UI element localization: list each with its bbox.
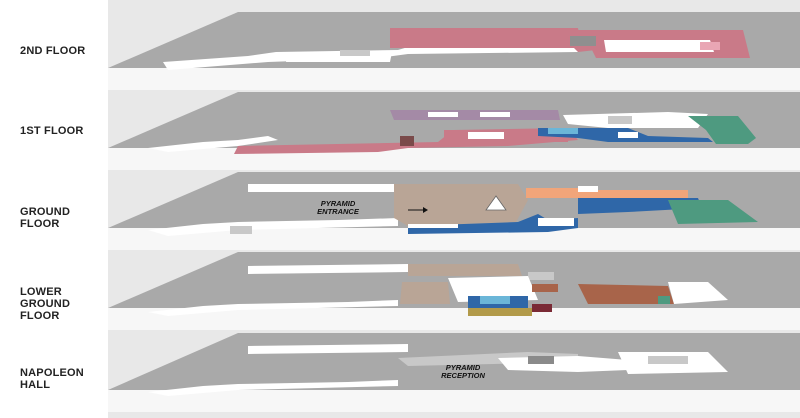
blue-court bbox=[538, 218, 574, 226]
stair-block bbox=[570, 36, 596, 46]
callout-arrowhead bbox=[423, 207, 428, 213]
slab-face bbox=[108, 308, 800, 330]
pyramid-reception-callout-line1: PYRAMID bbox=[446, 363, 481, 372]
corridor bbox=[248, 344, 408, 354]
orange-gallery bbox=[578, 190, 688, 198]
olive-gallery bbox=[468, 308, 532, 316]
floor-slab-2nd[interactable] bbox=[108, 12, 800, 90]
slab-face bbox=[108, 148, 800, 170]
slab-face bbox=[108, 390, 800, 412]
corridor bbox=[148, 300, 398, 316]
corridor bbox=[148, 380, 398, 396]
floor-slab-napoleon-hall[interactable]: PYRAMID RECEPTION bbox=[108, 333, 800, 412]
maroon-room bbox=[532, 304, 552, 312]
floor-label-2nd-floor[interactable]: 2ND FLOOR bbox=[20, 45, 86, 57]
floor-slab-1st[interactable] bbox=[108, 92, 800, 170]
stair-block bbox=[400, 136, 414, 146]
pyramid-entrance-callout-line2: ENTRANCE bbox=[317, 207, 360, 216]
tan-pyramid-hall bbox=[394, 184, 528, 226]
corridor bbox=[248, 264, 408, 274]
floor-label-napoleon-hall[interactable]: NAPOLEON HALL bbox=[20, 367, 84, 391]
floor-stack-diagram: PYRAMID ENTRANCE bbox=[108, 0, 800, 418]
corridor bbox=[248, 184, 394, 192]
floor-label-column: 2ND FLOOR 1ST FLOOR GROUND FLOOR LOWER G… bbox=[0, 0, 108, 418]
tan-hall bbox=[400, 282, 450, 304]
floor-slab-ground[interactable]: PYRAMID ENTRANCE bbox=[108, 172, 800, 250]
corridor bbox=[148, 136, 278, 152]
corridor bbox=[340, 50, 370, 56]
highlight-room bbox=[700, 42, 720, 50]
corridor bbox=[148, 218, 398, 236]
orange-gallery bbox=[526, 188, 578, 198]
green-link bbox=[658, 296, 670, 304]
slab-face bbox=[108, 68, 800, 90]
white-room bbox=[578, 186, 598, 192]
blue-room bbox=[548, 128, 578, 134]
stair-block bbox=[528, 272, 554, 280]
dark-room bbox=[528, 356, 554, 364]
blue-court bbox=[618, 132, 638, 138]
mauve-gallery bbox=[390, 110, 560, 120]
white-room bbox=[408, 224, 458, 228]
rust-room bbox=[532, 284, 558, 292]
stair-block bbox=[608, 116, 632, 124]
slab-face bbox=[108, 228, 800, 250]
pyramid-reception-callout-line2: RECEPTION bbox=[441, 371, 485, 380]
rose-court bbox=[468, 132, 504, 139]
courtyard bbox=[604, 40, 714, 52]
mauve-window bbox=[480, 112, 510, 117]
green-wing bbox=[668, 200, 758, 224]
tan-hall bbox=[408, 264, 522, 276]
floor-label-lower-ground-floor[interactable]: LOWER GROUND FLOOR bbox=[20, 286, 71, 322]
mauve-window bbox=[428, 112, 458, 117]
corridor bbox=[286, 52, 392, 62]
courtyard bbox=[648, 356, 688, 364]
pyramid-symbol bbox=[485, 195, 507, 211]
corridor bbox=[448, 276, 538, 302]
rose-wing bbox=[390, 28, 596, 52]
rust-gallery bbox=[578, 284, 674, 304]
pyramid-entrance-callout-line1: PYRAMID bbox=[321, 199, 356, 208]
cyan-room bbox=[480, 296, 510, 304]
stair-block bbox=[230, 226, 252, 234]
corridor bbox=[668, 282, 728, 304]
floor-label-ground-floor[interactable]: GROUND FLOOR bbox=[20, 206, 71, 230]
corridor bbox=[563, 112, 708, 128]
green-wing bbox=[688, 116, 756, 144]
floor-label-1st-floor[interactable]: 1ST FLOOR bbox=[20, 125, 84, 137]
blue-gallery bbox=[408, 214, 578, 234]
floor-slab-lower-ground[interactable] bbox=[108, 252, 800, 330]
